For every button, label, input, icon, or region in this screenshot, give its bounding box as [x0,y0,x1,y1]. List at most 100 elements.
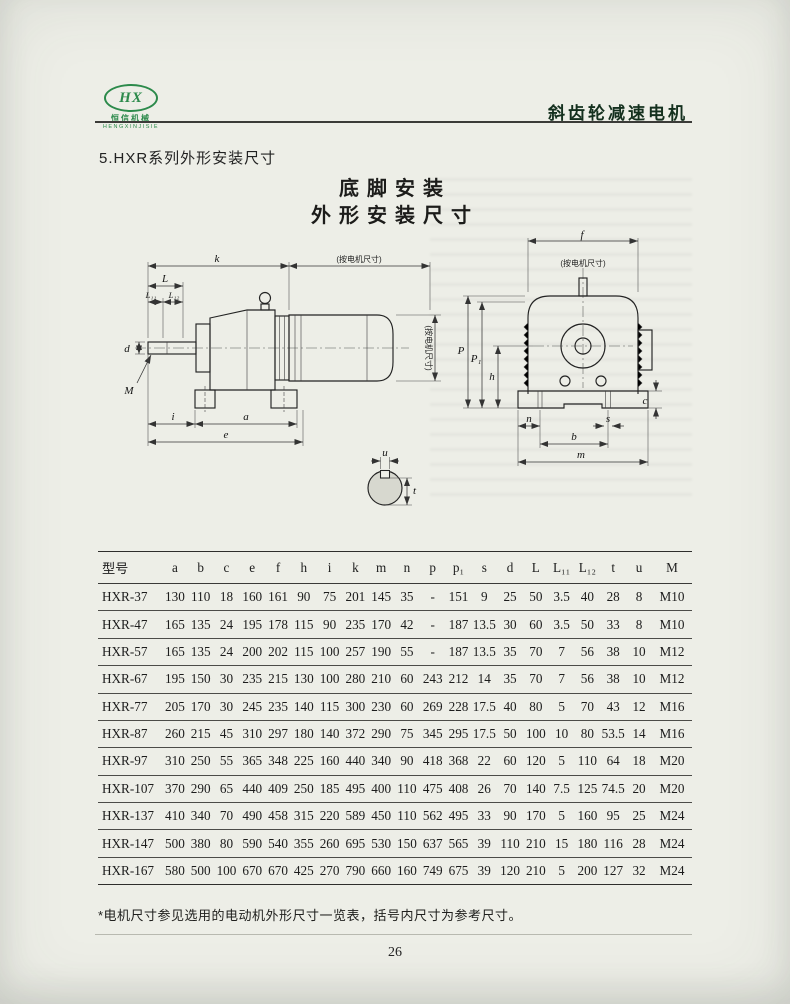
dim-label-P1: P₁ [470,353,482,365]
value-cell: 230 [368,693,395,721]
value-cell: M16 [652,720,692,749]
value-cell: 17.5 [471,693,498,721]
value-cell: 130 [290,665,317,694]
value-cell: 151 [445,583,472,612]
value-cell: 32 [626,857,652,886]
value-cell: 90 [290,583,317,612]
value-cell: 100 [316,638,343,667]
value-cell: 670 [239,857,266,886]
value-cell: 55 [394,638,420,667]
value-cell: 5 [548,857,575,886]
value-cell: 40 [497,693,523,721]
model-cell: HXR-47 [98,610,162,639]
value-cell: 310 [239,720,266,749]
model-cell: HXR-147 [98,829,162,858]
value-cell: 500 [187,857,214,886]
value-cell: 3.5 [548,583,575,612]
value-cell: 178 [265,610,291,639]
value-cell: 160 [394,857,420,886]
value-cell: 170 [187,693,214,721]
value-cell: 70 [497,775,523,804]
column-header: i [316,551,343,584]
value-cell: 675 [445,857,472,886]
dim-label-L11: L₁₁ [145,290,157,300]
value-cell: 458 [265,802,291,831]
value-cell: 110 [497,829,523,858]
value-cell: 30 [497,610,523,639]
value-cell: 8 [626,610,652,639]
column-header: L₁₁ [548,551,575,584]
value-cell: 185 [316,775,343,804]
document-title: 斜齿轮减速电机 [548,104,688,123]
value-cell: 348 [265,747,291,776]
value-cell: 115 [290,638,317,667]
dim-label-b: b [571,431,577,443]
value-cell: 24 [213,610,240,639]
value-cell: 200 [574,857,601,886]
value-cell: 210 [522,857,549,886]
value-cell: 60 [394,665,420,694]
value-cell: 17.5 [471,720,498,749]
model-cell: HXR-97 [98,747,162,776]
value-cell: 65 [213,775,240,804]
value-cell: M12 [652,665,692,694]
value-cell: 410 [162,802,188,831]
value-cell: 150 [187,665,214,694]
value-cell: 495 [445,802,472,831]
logo-hx-icon: HX [104,84,158,112]
value-cell: 53.5 [600,720,627,749]
value-cell: 215 [265,665,291,694]
value-cell: 202 [265,638,291,667]
value-cell: M24 [652,857,692,886]
value-cell: 243 [419,665,446,694]
value-cell: 110 [187,583,214,612]
value-cell: 150 [394,829,420,858]
dim-label-h: h [489,371,495,383]
value-cell: 165 [162,610,188,639]
value-cell: 38 [600,638,627,667]
value-cell: 75 [316,583,343,612]
value-cell: 589 [342,802,369,831]
value-cell: 70 [574,693,601,721]
value-cell: 440 [342,747,369,776]
value-cell: 18 [213,583,240,612]
value-cell: M24 [652,829,692,858]
value-cell: 580 [162,857,188,886]
value-cell: 20 [626,775,652,804]
value-cell: 368 [445,747,472,776]
header-rule [95,121,692,123]
value-cell: 220 [316,802,343,831]
side-view-geometry [135,291,409,412]
value-cell: 10 [626,638,652,667]
value-cell: M10 [652,583,692,612]
value-cell: 28 [600,583,627,612]
value-cell: 160 [239,583,266,612]
value-cell: 345 [419,720,446,749]
value-cell: 409 [265,775,291,804]
model-cell: HXR-57 [98,638,162,667]
value-cell: 95 [600,802,627,831]
value-cell: 140 [290,693,317,721]
value-cell: 210 [522,829,549,858]
value-cell: 116 [600,829,627,858]
footnote: *电机尺寸参见选用的电动机外形尺寸一览表，括号内尺寸为参考尺寸。 [98,908,523,923]
value-cell: 295 [445,720,472,749]
value-cell: 245 [239,693,266,721]
value-cell: 13.5 [471,610,498,639]
value-cell: M20 [652,747,692,776]
value-cell: 110 [574,747,601,776]
value-cell: 33 [600,610,627,639]
value-cell: 64 [600,747,627,776]
value-cell: - [419,583,446,612]
value-cell: 205 [162,693,188,721]
value-cell: 140 [316,720,343,749]
value-cell: 39 [471,857,498,886]
value-cell: 90 [394,747,420,776]
column-header: M [652,551,692,584]
value-cell: 280 [342,665,369,694]
